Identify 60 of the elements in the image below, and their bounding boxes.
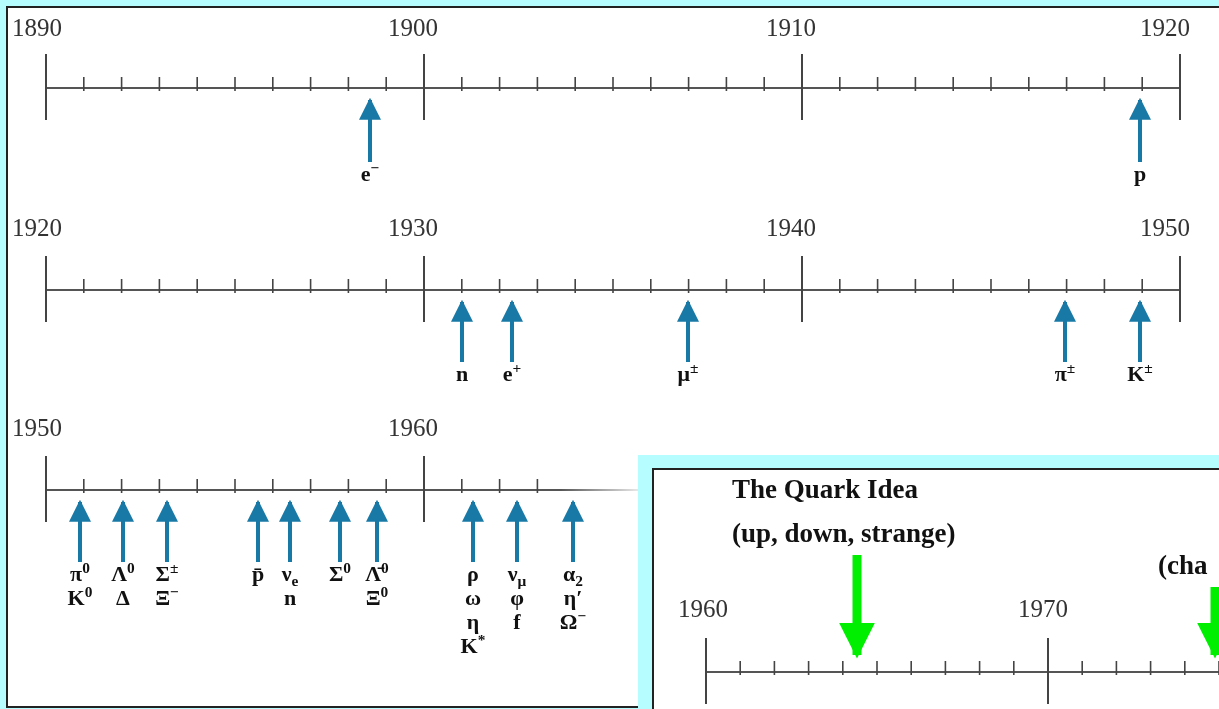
particle-symbol: π$^{±}$ [1054, 362, 1076, 386]
arrow [156, 499, 178, 562]
arrow [329, 499, 351, 562]
particle-symbol: p̄ [251, 562, 265, 586]
particle-symbol: μ$^{±}$ [677, 362, 699, 386]
year-label: 1910 [766, 14, 816, 42]
particle-symbol: ν$_{e}$ [281, 562, 299, 586]
particle-symbol: π$^{0}$ [69, 562, 91, 586]
arrow [1129, 97, 1151, 162]
particle-symbol: α$_{2}$ [562, 562, 584, 586]
particle-symbol: K$^{0}$ [67, 586, 93, 610]
arrow [1197, 587, 1219, 659]
arrow [839, 555, 875, 659]
particle-symbol: ρ [466, 562, 480, 586]
year-label: 1960 [388, 414, 438, 442]
arrow [366, 499, 388, 562]
particle-symbol: Σ$^{0}$ [328, 562, 352, 586]
year-label: 1920 [12, 214, 62, 242]
arrow [562, 499, 584, 562]
particle-symbol: ω [463, 586, 483, 610]
year-label: 1950 [12, 414, 62, 442]
year-label: 1930 [388, 214, 438, 242]
particle-symbol: Σ$^{±}$ [155, 562, 179, 586]
annotation-text: (up, down, strange) [732, 517, 956, 550]
year-label: 1950 [1140, 214, 1190, 242]
year-label: 1920 [1140, 14, 1190, 42]
arrow [247, 499, 269, 562]
arrow [112, 499, 134, 562]
particle-symbol: n [455, 362, 469, 386]
particle-symbol: K$^{±}$ [1127, 362, 1153, 386]
particle-symbol: Ξ$^{0}$ [365, 586, 389, 610]
arrow [462, 499, 484, 562]
particle-symbol: Ω$^{−}$ [559, 610, 587, 634]
arrow [1129, 299, 1151, 362]
particle-symbol: p [1133, 162, 1147, 186]
particle-symbol: e$^{−}$ [360, 162, 380, 186]
arrow [1054, 299, 1076, 362]
year-label: 1960 [678, 595, 728, 623]
arrow [506, 499, 528, 562]
arrow [69, 499, 91, 562]
arrow [279, 499, 301, 562]
arrow [451, 299, 473, 362]
particle-symbol: K$^{*}$ [460, 634, 486, 658]
annotation-text: The Quark Idea [732, 473, 920, 506]
year-label: 1940 [766, 214, 816, 242]
arrow [501, 299, 523, 362]
particle-symbol: η′ [562, 586, 584, 610]
annotation-text: (cha [1158, 543, 1208, 587]
year-label: 1890 [12, 14, 62, 42]
arrow [677, 299, 699, 362]
particle-symbol: e$^{+}$ [502, 362, 522, 386]
particle-symbol: Ξ$^{−}$ [155, 586, 179, 610]
year-label: 1900 [388, 14, 438, 42]
year-label: 1970 [1018, 595, 1068, 623]
particle-symbol: Δ [115, 586, 131, 610]
particle-symbol: η [465, 610, 480, 634]
particle-symbol: Λ$^{0}$ [111, 562, 135, 586]
particle-symbol: f [513, 610, 521, 634]
particle-symbol: n [282, 586, 297, 610]
arrow [359, 97, 381, 162]
